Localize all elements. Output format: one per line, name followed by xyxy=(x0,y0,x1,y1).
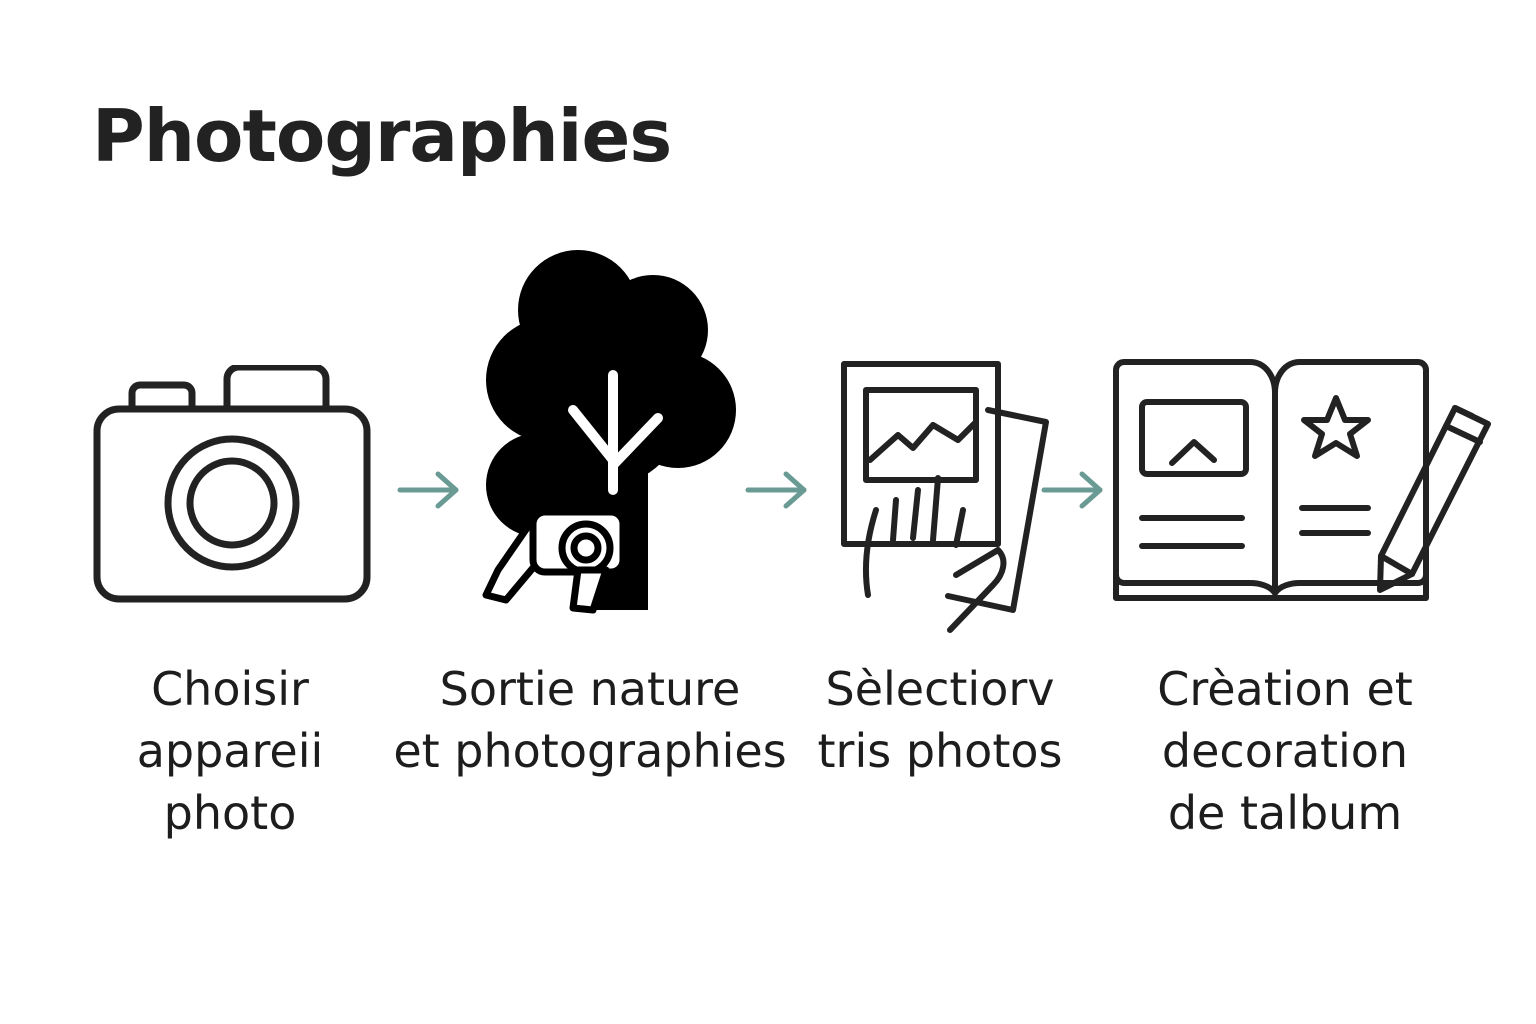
step-3-line-1: Sèlectiorv xyxy=(825,662,1055,716)
step-1-line-2: appareii xyxy=(136,724,324,778)
album-pencil-icon xyxy=(1113,359,1491,601)
arrow-right-icon xyxy=(1041,471,1103,509)
photo-selection-hand-icon xyxy=(841,361,1049,633)
step-2-line-2: et photographies xyxy=(393,724,787,778)
step-3-line-2: tris photos xyxy=(817,724,1063,778)
step-4-line-1: Crèation et xyxy=(1157,662,1413,716)
step-label-2: Sortie nature et photographies xyxy=(390,658,790,782)
camera-icon xyxy=(93,365,371,603)
tree-photographer-icon xyxy=(482,250,736,614)
step-1-line-3: photo xyxy=(163,786,297,840)
step-2-line-1: Sortie nature xyxy=(439,662,741,716)
arrow-right-icon xyxy=(397,471,459,509)
diagram-title: Photographies xyxy=(92,94,672,178)
arrow-right-icon xyxy=(745,471,807,509)
step-label-4: Crèation et decoration de talbum xyxy=(1135,658,1435,844)
step-4-line-3: de talbum xyxy=(1167,786,1403,840)
step-label-1: Choisir appareii photo xyxy=(110,658,350,844)
step-label-3: Sèlectiorv tris photos xyxy=(800,658,1080,782)
step-1-line-1: Choisir xyxy=(151,662,309,716)
step-4-line-2: decoration xyxy=(1161,724,1409,778)
